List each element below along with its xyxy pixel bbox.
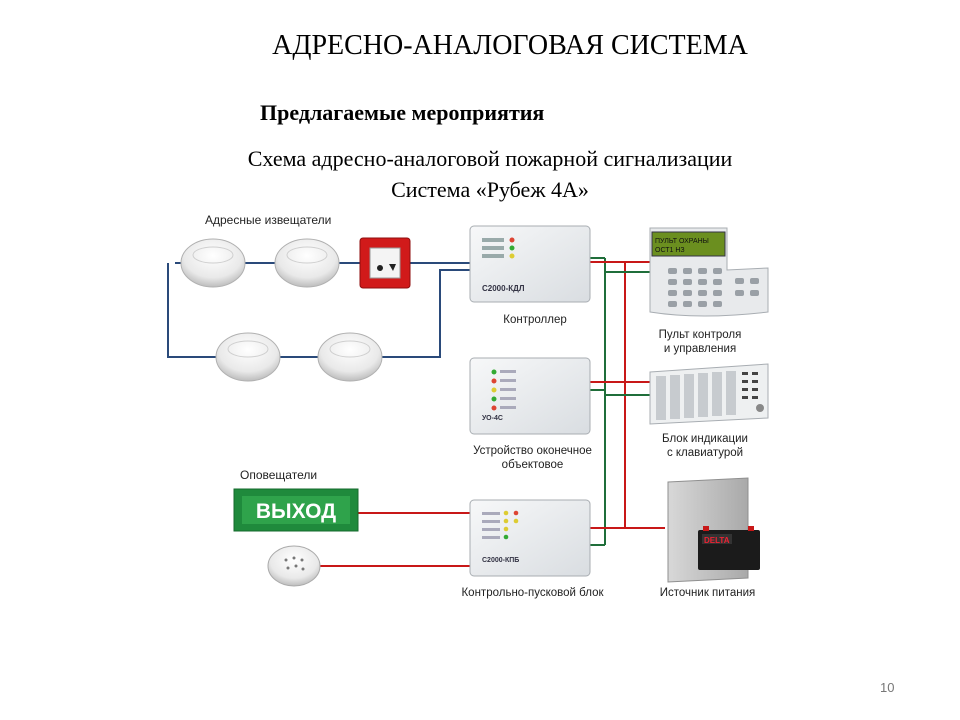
- exit-sign-icon: ВЫХОД: [233, 488, 359, 532]
- label-expander-line-1: Устройство оконечное: [473, 445, 592, 457]
- description-line-1: Схема адресно-аналоговой пожарной сигнал…: [247, 146, 733, 171]
- label-expander: Устройство оконечное объектовое: [450, 444, 615, 472]
- controller-model-text: С2000-КДЛ: [482, 284, 525, 293]
- description-line-2: Система «Рубеж 4А»: [391, 177, 589, 202]
- label-indication-line-2: с клавиатурой: [666, 447, 744, 459]
- smoke-detector-1: [180, 238, 246, 288]
- page-number: 10: [880, 680, 895, 695]
- label-control-panel: Пульт контроля и управления: [630, 328, 770, 356]
- label-controller: Контроллер: [503, 314, 567, 326]
- exit-sign-text: ВЫХОД: [256, 500, 336, 523]
- label-notifiers: Оповещатели: [240, 468, 318, 482]
- label-power-supply: Источник питания: [659, 587, 756, 599]
- sounder-icon: [267, 545, 321, 587]
- label-indication-line-1: Блок индикации: [662, 433, 748, 445]
- slide-subtitle: Предлагаемые мероприятия: [260, 100, 545, 125]
- indication-block-device: [649, 363, 769, 425]
- manual-call-point-icon: [359, 237, 411, 289]
- start-block-device: С2000-КПБ: [469, 499, 591, 577]
- expander-device: УО-4С: [469, 357, 591, 435]
- smoke-detector-2: [274, 238, 340, 288]
- bus-wiring: [320, 257, 665, 567]
- lcd-text-1: ПУЛЬТ ОХРАНЫ: [655, 238, 709, 245]
- control-panel-device: ПУЛЬТ ОХРАНЫ ОСТ1 НЗ: [649, 227, 769, 317]
- lcd-text-2: ОСТ1 НЗ: [655, 247, 685, 254]
- label-detectors: Адресные извещатели: [205, 213, 332, 227]
- battery-brand-text: DELTA: [704, 536, 730, 545]
- smoke-detector-3: [215, 332, 281, 382]
- diagram-description: Схема адресно-аналоговой пожарной сигнал…: [0, 143, 960, 205]
- power-supply-device: DELTA: [667, 477, 760, 583]
- controller-device: С2000-КДЛ: [469, 225, 591, 303]
- label-indication: Блок индикации с клавиатурой: [630, 432, 780, 460]
- label-start-block: Контрольно-пусковой блок: [461, 587, 604, 599]
- start-block-model-text: С2000-КПБ: [482, 557, 519, 564]
- slide-title: АДРЕСНО-АНАЛОГОВАЯ СИСТЕМА: [272, 30, 748, 61]
- smoke-detector-4: [317, 332, 383, 382]
- label-control-panel-line-1: Пульт контроля: [658, 329, 742, 341]
- expander-model-text: УО-4С: [482, 415, 503, 422]
- label-expander-line-2: объектовое: [501, 459, 564, 471]
- label-control-panel-line-2: и управления: [663, 343, 737, 355]
